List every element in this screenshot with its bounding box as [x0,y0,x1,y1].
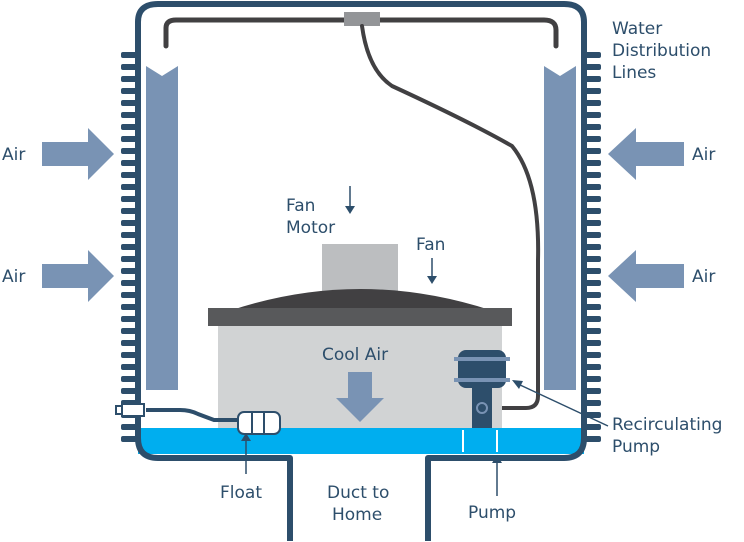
vent-slat [121,160,138,166]
vent-slat [121,76,138,82]
vent-slat [121,52,138,58]
cooling-pad-right [544,66,576,390]
air-arrow-right-top [608,128,684,180]
vent-slat [121,64,138,70]
vent-slat [121,424,138,430]
vent-slat [584,64,601,70]
vent-slat [121,280,138,286]
vent-slat [121,124,138,130]
vent-slat [121,136,138,142]
vent-slat [584,148,601,154]
vent-slat [584,220,601,226]
vent-slat [584,76,601,82]
label-recirculating-pump: Recirculating Pump [612,415,728,457]
vent-slat [584,304,601,310]
vent-slat [584,268,601,274]
vent-slat [584,184,601,190]
cool-air-arrow [336,372,384,422]
vent-slats-right [584,52,601,442]
label-float: Float [220,483,262,503]
label-air-right-bottom: Air [692,267,715,287]
vent-slat [584,352,601,358]
label-air-left-top: Air [2,145,25,165]
air-arrow-left-bottom [42,250,114,302]
fan-blade [232,289,490,310]
vent-slats-left [121,52,138,442]
vent-slat [584,340,601,346]
vent-slat [121,292,138,298]
vent-slat [584,112,601,118]
vent-slat [584,280,601,286]
vent-slat [584,124,601,130]
float-valve-cap [115,405,123,415]
label-air-right-top: Air [692,145,715,165]
vent-slat [121,244,138,250]
vent-slat [584,52,601,58]
vent-slat [121,316,138,322]
vent-slat [121,364,138,370]
vent-slat [121,148,138,154]
label-duct-to-home: Duct to Home [327,483,395,525]
air-arrow-left-top [42,128,114,180]
label-pump: Pump [468,503,516,523]
vent-slat [584,400,601,406]
vent-slat [584,196,601,202]
vent-slat [121,256,138,262]
pointer-recirculating-pump [517,383,609,427]
vent-slat [584,136,601,142]
distribution-pipe-junction [344,12,380,26]
cooling-pad-left [146,66,178,390]
water-line [360,24,541,410]
vent-slat [121,376,138,382]
vent-slat [121,388,138,394]
vent-slat [584,172,601,178]
vent-slat [584,256,601,262]
vent-slat [121,88,138,94]
fan-plate [208,308,512,326]
float [237,411,281,435]
vent-slat [121,184,138,190]
vent-slat [584,160,601,166]
vent-slat [121,268,138,274]
water-reservoir [138,428,584,454]
vent-slat [584,292,601,298]
air-arrow-right-bottom [608,250,684,302]
label-air-left-bottom: Air [2,267,25,287]
label-water-distribution-lines: Water Distribution Lines [612,19,717,83]
float-rod [146,408,240,422]
vent-slat [121,100,138,106]
vent-slat [121,220,138,226]
vent-slat [121,172,138,178]
vent-slat [584,364,601,370]
vent-slat [584,316,601,322]
vent-slat [584,100,601,106]
vent-slat [121,352,138,358]
vent-slat [121,340,138,346]
vent-slat [121,208,138,214]
vent-slat [584,376,601,382]
vent-slat [584,328,601,334]
vent-slat [121,436,138,442]
label-fan: Fan [416,235,445,255]
recirculating-pump [454,350,510,428]
label-fan-motor: Fan Motor [286,196,335,238]
vent-slat [121,232,138,238]
vent-slat [121,328,138,334]
vent-slat [584,232,601,238]
vent-slat [584,412,601,418]
vent-slat [121,112,138,118]
cooler-housing [135,1,587,541]
vent-slat [584,388,601,394]
vent-slat [584,244,601,250]
vent-slat [584,208,601,214]
vent-slat [584,436,601,442]
vent-slat [584,88,601,94]
vent-slat [121,196,138,202]
vent-slat [584,424,601,430]
label-cool-air: Cool Air [322,345,388,365]
fan-motor [322,244,398,294]
vent-slat [121,304,138,310]
float-valve-body [121,403,145,417]
